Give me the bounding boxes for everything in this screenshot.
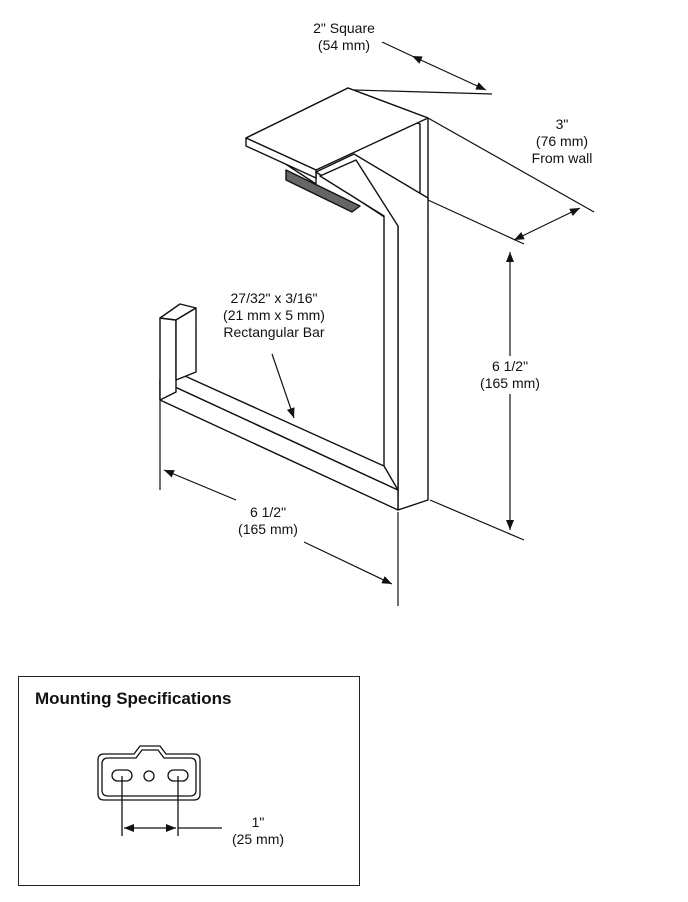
hook-product bbox=[159, 87, 429, 511]
bar-dimension-label: 27/32" x 3/16" (21 mm x 5 mm) Rectangula… bbox=[223, 290, 325, 340]
center-hole bbox=[143, 770, 155, 782]
depth-dimension-label: 3" (76 mm) From wall bbox=[531, 116, 593, 166]
wall-plate-edge bbox=[245, 137, 317, 179]
square-dimension-label: 2" Square (54 mm) bbox=[313, 20, 375, 53]
bar-leader-line bbox=[271, 353, 295, 419]
width-dimension-label: 6 1/2" (165 mm) bbox=[238, 504, 298, 537]
mounting-bracket bbox=[97, 745, 222, 836]
dimension-lines bbox=[159, 41, 595, 606]
mounting-specifications-box: Mounting Specifications bbox=[18, 676, 360, 886]
depth-dimension-line bbox=[513, 207, 581, 241]
bottom-bar-top bbox=[159, 371, 399, 491]
width-dimension-line bbox=[163, 469, 237, 501]
vertical-arm-inner bbox=[319, 159, 399, 491]
height-dimension-label: 6 1/2" (165 mm) bbox=[480, 356, 540, 394]
front-post bbox=[159, 317, 177, 401]
front-post-face bbox=[175, 307, 197, 381]
bottom-bar bbox=[159, 379, 399, 511]
mounting-specifications-title: Mounting Specifications bbox=[35, 689, 232, 708]
mounting-spacing-label: 1" (25 mm) bbox=[231, 814, 285, 847]
square-dimension-line bbox=[411, 55, 487, 91]
plate-shadow bbox=[285, 169, 361, 213]
